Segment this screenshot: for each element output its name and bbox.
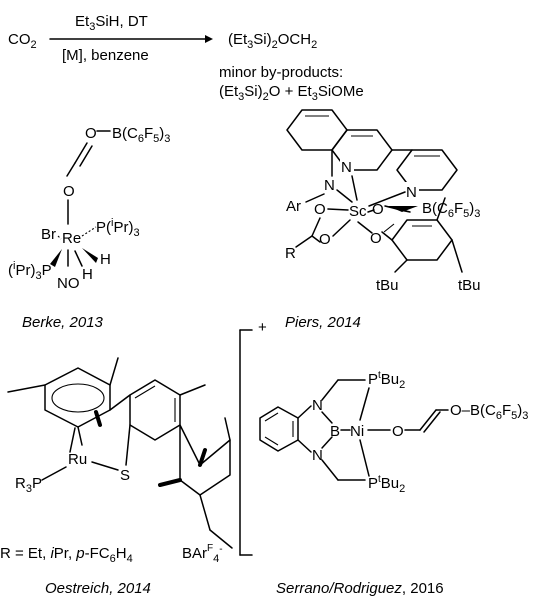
berke-top-oxygen: O: [85, 125, 97, 142]
berke-caption: Berke, 2013: [22, 314, 104, 331]
piers-amide-nitrogen: N: [324, 177, 335, 194]
piers-oxygen-4: O: [370, 230, 382, 247]
oestreich-ruthenium: Ru: [68, 451, 87, 468]
piers-caption: Piers, 2014: [285, 314, 361, 331]
berke-complex: O B(C6F5)3 O Br Re P(iPr)3 (iPr)3P H H N…: [8, 125, 170, 292]
piers-complex: N N N Ar Sc O O R O B(C6F5)3 O tBu tBu: [285, 109, 481, 294]
berke-borane: B(C6F5)3: [112, 125, 170, 145]
oestreich-phosphine: R3P: [15, 475, 42, 495]
serrano-phosphine-top: PtBu2: [368, 370, 405, 391]
piers-alkyl: R: [285, 245, 296, 262]
reaction-header: CO2 Et3SiH, DT [M], benzene (Et3Si)2OCH2…: [8, 13, 364, 103]
berke-hydride-1: H: [100, 251, 111, 268]
berke-bromine: Br: [41, 226, 56, 243]
serrano-complex: N N B Ni PtBu2 PtBu2 O O–B(C6F5)3: [259, 370, 528, 495]
serrano-oxygen-1: O: [392, 423, 404, 440]
oestreich-caption: Oestreich, 2014: [45, 580, 151, 597]
oestreich-charge: +: [258, 319, 267, 336]
piers-tbu-right: tBu: [458, 277, 481, 294]
byproducts-heading: minor by-products:: [219, 64, 343, 81]
berke-phosphine-right: P(iPr)3: [96, 217, 140, 239]
reaction-arrow-head: [205, 35, 213, 43]
piers-aryl: Ar: [286, 198, 301, 215]
piers-pyridine-nitrogen: N: [406, 184, 417, 201]
oestreich-sulfur: S: [120, 467, 130, 484]
berke-phosphine-left: (iPr)3P: [8, 260, 52, 282]
serrano-nickel: Ni: [350, 423, 364, 440]
serrano-boron: B: [330, 423, 340, 440]
piers-borane: B(C6F5)3: [422, 200, 480, 220]
berke-carboxyl-oxygen: O: [63, 183, 75, 200]
serrano-caption: Serrano/Rodriguez, 2016: [276, 580, 444, 597]
piers-quinoline-nitrogen: N: [341, 159, 352, 176]
oestreich-r-groups: R = Et, iPr, p-FC6H4: [0, 545, 133, 565]
serrano-nitrogen-bottom: N: [312, 447, 323, 464]
piers-oxygen-3: O: [372, 201, 384, 218]
serrano-nitrogen-top: N: [312, 397, 323, 414]
reagents-bottom: [M], benzene: [62, 47, 149, 64]
oestreich-counterion: BArF4-: [182, 543, 223, 565]
piers-scandium: Sc: [349, 203, 367, 220]
piers-oxygen-1: O: [314, 201, 326, 218]
berke-nitrosyl: NO: [57, 275, 80, 292]
byproducts-list: (Et3Si)2O + Et3SiOMe: [219, 83, 364, 103]
piers-tbu-left: tBu: [376, 277, 399, 294]
berke-hydride-2: H: [82, 266, 93, 283]
serrano-phosphine-bottom: PtBu2: [368, 474, 405, 495]
product: (Et3Si)2OCH2: [228, 31, 317, 51]
serrano-borane: O–B(C6F5)3: [450, 402, 528, 422]
piers-oxygen-2: O: [319, 231, 331, 248]
oestreich-complex: Ru S R3P + R = Et, iPr, p-FC6H4 BArF4-: [0, 319, 267, 565]
reagents-top: Et3SiH, DT: [75, 13, 148, 33]
berke-rhenium: Re: [62, 230, 81, 247]
reactant-co2: CO2: [8, 31, 37, 51]
